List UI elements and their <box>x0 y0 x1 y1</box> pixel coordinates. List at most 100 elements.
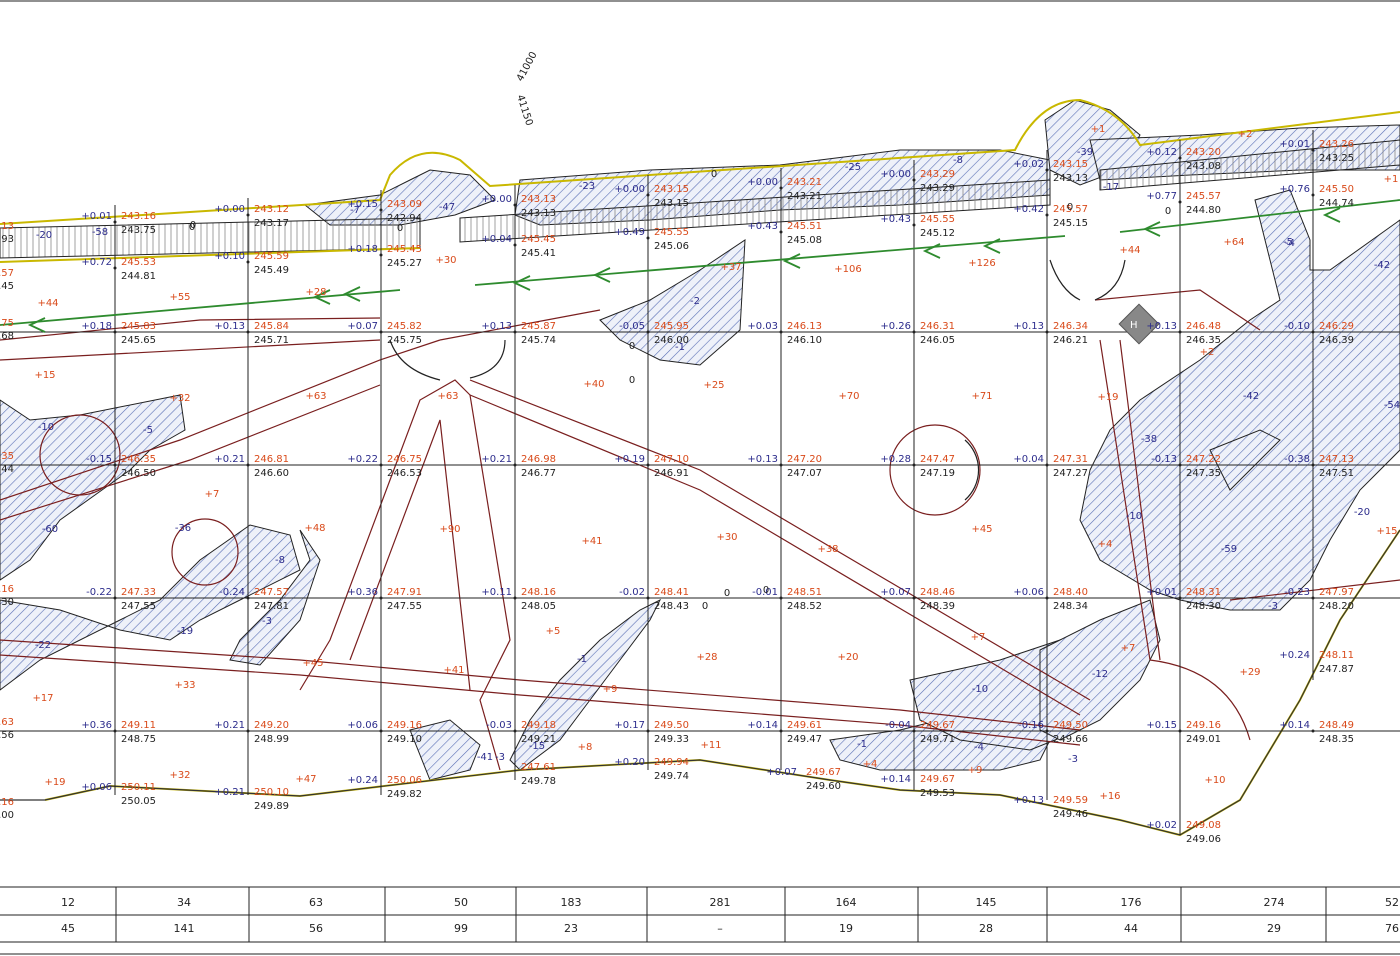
fill-volume: +4 <box>1098 539 1113 550</box>
node-diff: -0.03 <box>486 720 512 731</box>
edge-design: 248.11 <box>1319 650 1354 661</box>
grid-node <box>1045 596 1049 600</box>
node-diff: +0.77 <box>1146 191 1177 202</box>
node-diff: +0.13 <box>214 321 245 332</box>
fill-volume: +63 <box>437 391 458 402</box>
node-diff: +0.02 <box>1013 159 1044 170</box>
node-existing: 243.15 <box>654 198 689 209</box>
node-existing: 245.06 <box>654 241 689 252</box>
node-design: 249.50 <box>654 720 689 731</box>
cut-volume: -17 <box>1103 182 1119 193</box>
node-diff: -0.04 <box>885 720 911 731</box>
node-existing: 249.66 <box>1053 734 1088 745</box>
node-existing: 248.52 <box>787 601 822 612</box>
grid-node <box>246 596 250 600</box>
edge-design: 249.94 <box>654 757 689 768</box>
grid-node <box>1178 729 1182 733</box>
node-design: 246.34 <box>1053 321 1088 332</box>
node-design: 247.31 <box>1053 454 1088 465</box>
table-cell: 52 <box>1385 896 1399 909</box>
fill-volume: +1 <box>1384 174 1399 185</box>
node-diff: -0.01 <box>752 587 778 598</box>
node-existing: 244.80 <box>1186 205 1221 216</box>
fill-volume: +10 <box>1204 775 1225 786</box>
edge-existing: 249.89 <box>254 801 289 812</box>
fill-volume: +45 <box>971 524 992 535</box>
fill-volume: +33 <box>174 680 195 691</box>
cut-volume: -1 <box>577 654 587 665</box>
node-existing: 248.34 <box>1053 601 1088 612</box>
node-diff: +0.49 <box>614 227 645 238</box>
node-diff: +0.17 <box>614 720 645 731</box>
node-diff: +0.01 <box>81 211 112 222</box>
node-design: 245.45 <box>521 234 556 245</box>
grid-node <box>1178 156 1182 160</box>
node-design: 248.31 <box>1186 587 1221 598</box>
node-diff: -0.02 <box>619 587 645 598</box>
node-diff: -0.22 <box>86 587 112 598</box>
edge-diff: +0.02 <box>1146 820 1177 831</box>
zero-line-mark: 0 <box>397 223 403 234</box>
table-cell: 34 <box>177 896 191 909</box>
node-existing: 245.71 <box>254 335 289 346</box>
node-existing: 249.71 <box>920 734 955 745</box>
grid-node <box>1311 148 1315 152</box>
node-diff: +0.00 <box>614 184 645 195</box>
grid-node <box>513 203 517 207</box>
node-design: 247.33 <box>121 587 156 598</box>
grid-node <box>779 186 783 190</box>
cut-volume: -10 <box>972 684 988 695</box>
fill-volume: +45 <box>302 658 323 669</box>
cut-volume: -2 <box>690 296 700 307</box>
cut-volume: -4 <box>974 742 984 753</box>
table-cell: 50 <box>454 896 468 909</box>
node-design: 247.91 <box>387 587 422 598</box>
edge-existing: 247.87 <box>1319 664 1354 675</box>
fill-volume: +64 <box>1223 237 1244 248</box>
node-existing: 247.27 <box>1053 468 1088 479</box>
edge-diff: +0.06 <box>81 782 112 793</box>
left-existing: 250.00 <box>0 810 14 821</box>
node-diff: +0.42 <box>1013 204 1044 215</box>
fill-volume: +48 <box>304 523 325 534</box>
cut-volume: -8 <box>275 555 285 566</box>
grid-node <box>779 463 783 467</box>
left-design: 245.57 <box>0 268 14 279</box>
grid-node <box>113 266 117 270</box>
node-diff: +0.36 <box>81 720 112 731</box>
node-diff: -0.15 <box>86 454 112 465</box>
node-diff: +0.00 <box>481 194 512 205</box>
node-existing: 246.21 <box>1053 335 1088 346</box>
node-design: 245.51 <box>787 221 822 232</box>
cut-volume: -22 <box>35 640 51 651</box>
node-design: 249.61 <box>787 720 822 731</box>
grid-node <box>912 330 916 334</box>
node-design: 249.16 <box>1186 720 1221 731</box>
left-design: 250.16 <box>0 797 14 808</box>
node-design: 245.87 <box>521 321 556 332</box>
node-existing: 243.08 <box>1186 161 1221 172</box>
fill-volume: +28 <box>696 652 717 663</box>
fill-volume: +9 <box>968 765 983 776</box>
node-existing: 249.01 <box>1186 734 1221 745</box>
node-design: 248.46 <box>920 587 955 598</box>
node-existing: 246.10 <box>787 335 822 346</box>
node-design: 243.15 <box>654 184 689 195</box>
header-label-a: 41000 <box>515 50 540 83</box>
node-existing: 246.35 <box>1186 335 1221 346</box>
node-diff: +0.36 <box>347 587 378 598</box>
cut-volume: -20 <box>1354 507 1370 518</box>
left-design: 245.75 <box>0 318 14 329</box>
left-existing: 243.93 <box>0 234 14 245</box>
node-existing: 244.81 <box>121 271 156 282</box>
grid-node <box>379 596 383 600</box>
grid-node <box>513 729 517 733</box>
table-cell: 12 <box>61 896 75 909</box>
table-cell: 164 <box>836 896 857 909</box>
fill-volume: +20 <box>837 652 858 663</box>
fill-volume: +15 <box>34 370 55 381</box>
fill-volume: +37 <box>720 262 741 273</box>
grid-node <box>113 330 117 334</box>
edge-design: 250.11 <box>121 782 156 793</box>
